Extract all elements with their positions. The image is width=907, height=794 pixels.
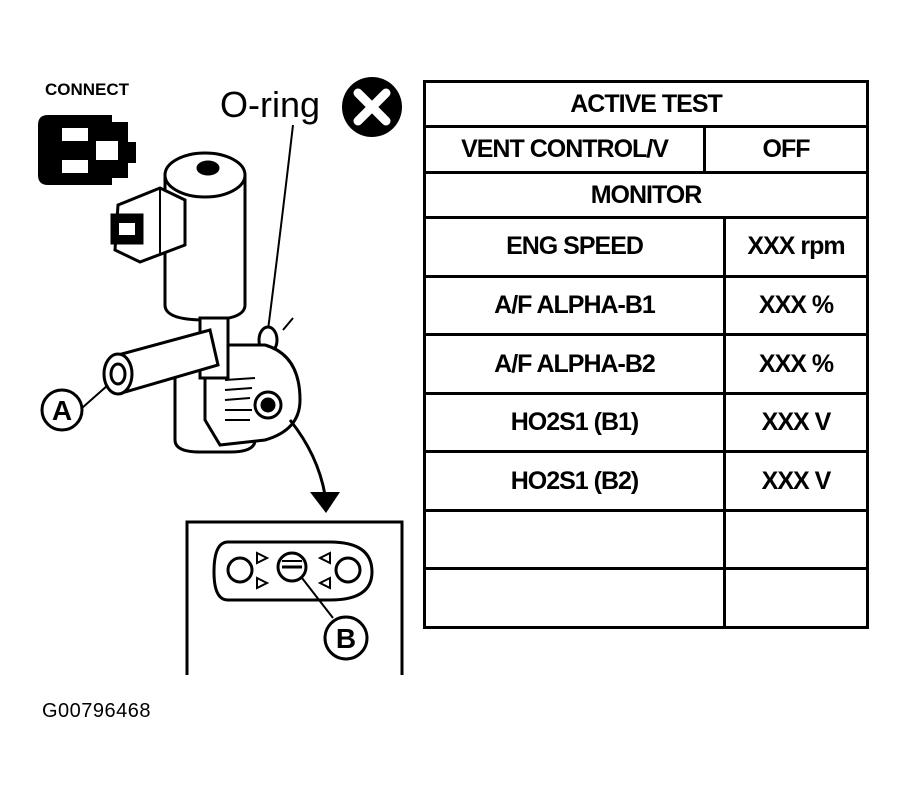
monitor-value: XXX % — [722, 274, 870, 337]
table-row: HO2S1 (B2) XXX V — [423, 450, 870, 512]
monitor-value — [722, 508, 870, 571]
table-row: ENG SPEED XXX rpm — [423, 216, 870, 278]
do-not-reuse-icon — [342, 77, 402, 137]
table-row: A/F ALPHA-B1 XXX % — [423, 274, 870, 337]
monitor-header: MONITOR — [422, 170, 870, 220]
connect-label: CONNECT — [45, 80, 130, 99]
monitor-value: XXX % — [722, 333, 870, 395]
figure-id: G00796468 — [42, 700, 152, 722]
table-row — [423, 567, 870, 629]
o-ring-label: O-ring — [220, 84, 320, 125]
callout-b: B — [301, 577, 369, 661]
vent-control-valve-illustration: CONNECT O-ring — [38, 77, 404, 675]
test-value-cell: OFF — [702, 125, 870, 174]
test-item-cell: VENT CONTROL/V — [423, 125, 706, 174]
monitor-item: HO2S1 (B1) — [423, 391, 726, 454]
monitor-value: XXX rpm — [722, 216, 870, 278]
monitor-item: HO2S1 (B2) — [423, 450, 726, 512]
monitor-item: A/F ALPHA-B2 — [423, 333, 726, 395]
active-test-table: ACTIVE TEST VENT CONTROL/V OFF MONITOR E… — [422, 79, 870, 629]
monitor-value: XXX V — [722, 391, 870, 454]
callout-a: A — [40, 384, 109, 432]
monitor-item — [423, 567, 726, 629]
table-title: ACTIVE TEST — [422, 79, 870, 129]
monitor-item: ENG SPEED — [423, 216, 726, 278]
svg-text:A: A — [52, 395, 72, 426]
svg-text:B: B — [336, 623, 356, 654]
connector-icon — [38, 115, 136, 185]
table-row — [423, 508, 870, 571]
valve-body — [102, 151, 302, 454]
flange-detail-inset — [185, 520, 404, 675]
monitor-item — [423, 508, 726, 571]
o-ring-leader-line — [267, 124, 294, 331]
table-row: HO2S1 (B1) XXX V — [423, 391, 870, 454]
monitor-value: XXX V — [722, 450, 870, 512]
monitor-item: A/F ALPHA-B1 — [423, 274, 726, 337]
monitor-value — [722, 567, 870, 629]
table-row: A/F ALPHA-B2 XXX % — [423, 333, 870, 395]
detail-arrow — [288, 419, 340, 513]
